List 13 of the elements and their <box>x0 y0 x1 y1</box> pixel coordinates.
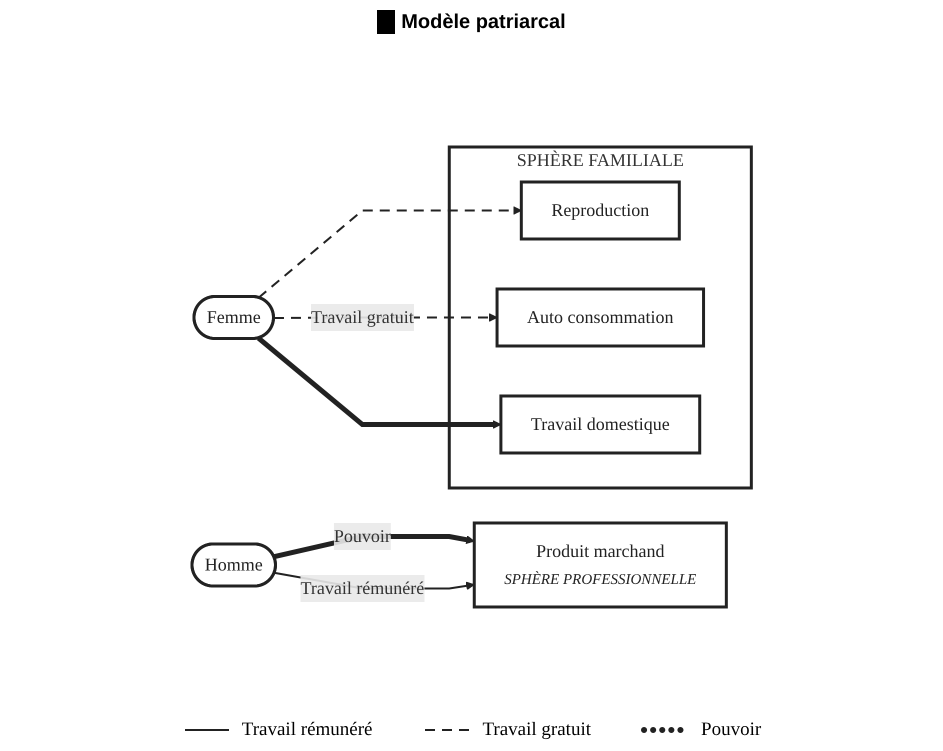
node-box: Reproduction <box>520 180 681 240</box>
legend-text: Travail gratuit <box>482 719 592 741</box>
node-box: Auto consommation <box>495 287 705 347</box>
edge-label: Travail gratuit <box>310 306 414 326</box>
legend-text: Pouvoir <box>701 719 762 741</box>
edge-label: Pouvoir <box>334 525 391 546</box>
arrow <box>258 206 522 298</box>
node-box: Produit marchand SPHÈRE PROFESSIONNELLE <box>472 520 728 608</box>
arrow <box>256 336 502 428</box>
edge-label: Travail rémunéré <box>300 577 424 598</box>
node-box: Travail domestique <box>499 394 702 454</box>
title: Modèle patriarcal <box>401 10 566 34</box>
legend-text: Travail rémunéré <box>242 719 372 741</box>
